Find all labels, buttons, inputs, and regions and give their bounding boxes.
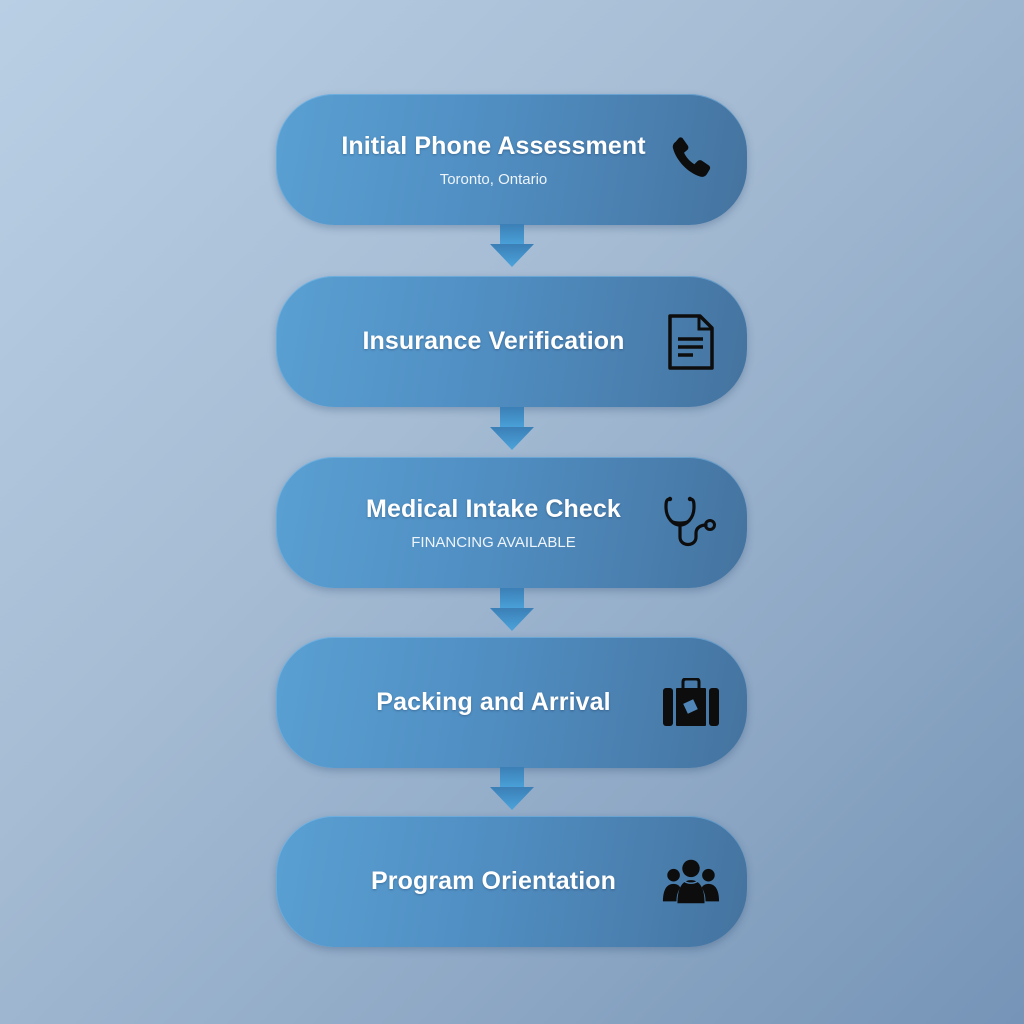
arrow-down-icon (489, 767, 535, 811)
step-title: Insurance Verification (362, 327, 625, 355)
step-text: Initial Phone Assessment Toronto, Ontari… (276, 94, 651, 225)
step-title: Initial Phone Assessment (341, 131, 646, 160)
step-title: Medical Intake Check (366, 494, 621, 523)
step-program-orientation: Program Orientation (276, 816, 747, 947)
stethoscope-icon (661, 493, 721, 553)
step-packing-and-arrival: Packing and Arrival (276, 637, 747, 768)
group-icon (661, 852, 721, 912)
arrow-down-icon (489, 224, 535, 268)
step-medical-intake-check: Medical Intake Check FINANCING AVAILABLE (276, 457, 747, 588)
suitcase-icon (661, 673, 721, 733)
step-text: Program Orientation (276, 816, 651, 947)
step-initial-phone-assessment: Initial Phone Assessment Toronto, Ontari… (276, 94, 747, 225)
step-subtitle: FINANCING AVAILABLE (411, 533, 576, 551)
step-text: Insurance Verification (276, 276, 651, 407)
step-subtitle: Toronto, Ontario (439, 170, 548, 188)
step-title: Packing and Arrival (376, 688, 611, 716)
arrow-down-icon (489, 407, 535, 451)
step-text: Medical Intake Check FINANCING AVAILABLE (276, 457, 651, 588)
document-icon (661, 312, 721, 372)
step-text: Packing and Arrival (276, 637, 651, 768)
phone-icon (661, 130, 721, 190)
step-title: Program Orientation (371, 867, 616, 895)
arrow-down-icon (489, 588, 535, 632)
step-insurance-verification: Insurance Verification (276, 276, 747, 407)
